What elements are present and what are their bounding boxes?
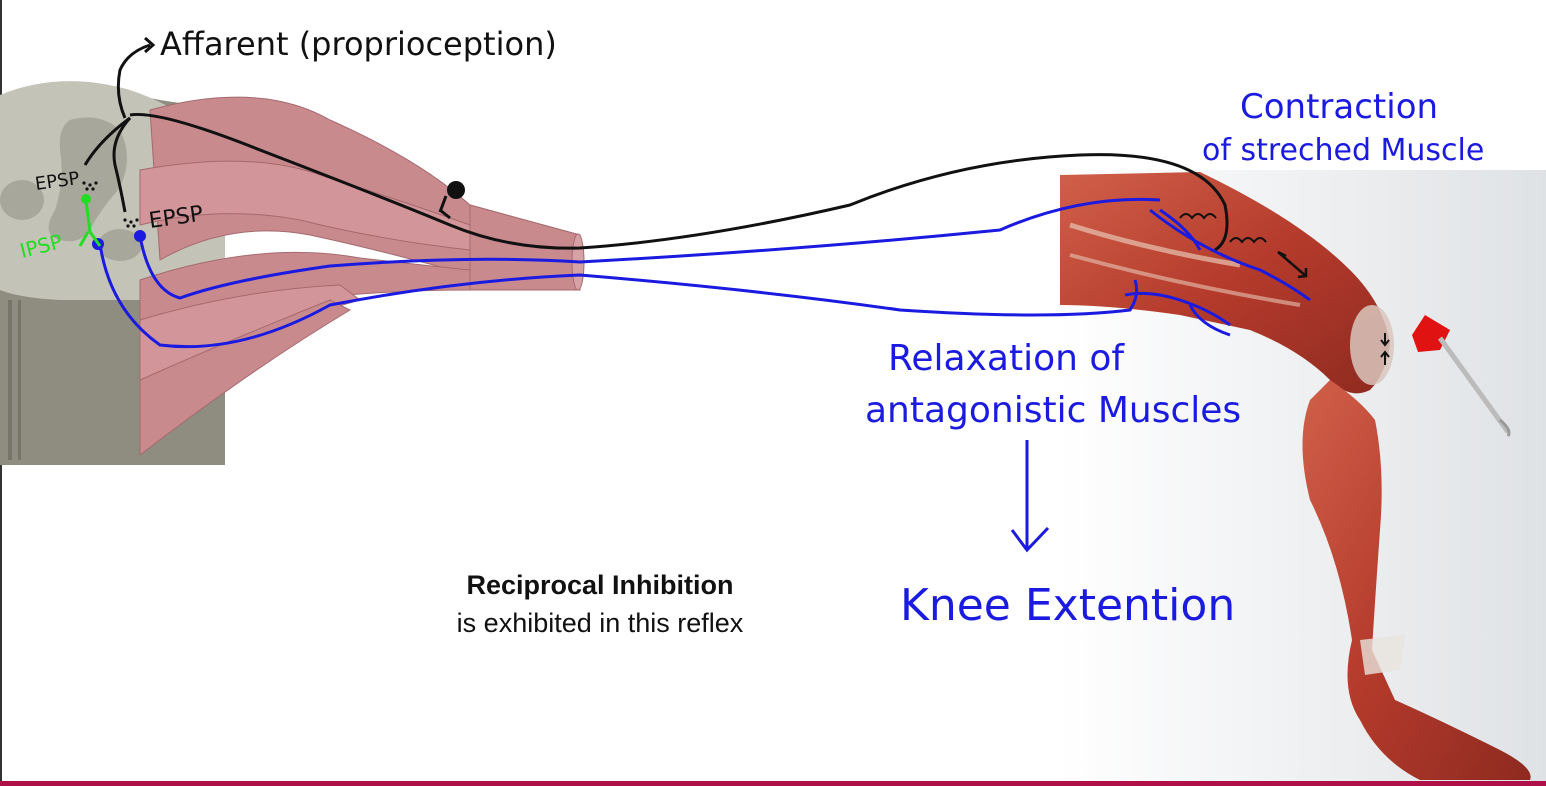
motor-neurons: [98, 197, 1311, 349]
muscle-spindle-icon: [1179, 213, 1267, 244]
contraction-label-line1: Contraction: [1240, 87, 1438, 127]
dorsal-root-ganglion: [447, 181, 465, 199]
knee-extension-label: Knee Extention: [900, 580, 1235, 631]
motor-neuron-soma-right: [134, 230, 146, 242]
reflex-hammer-icon: [1412, 315, 1511, 437]
stretch-arrow-icon: [1277, 250, 1308, 279]
synapse-dots-icon: [82, 181, 139, 228]
afferent-label: Affarent (proprioception): [160, 25, 557, 63]
caption-title: Reciprocal Inhibition: [466, 570, 734, 600]
tap-arrows-icon: [1380, 333, 1390, 365]
caption-subtitle: is exhibited in this reflex: [456, 608, 744, 638]
interneuron-soma: [81, 194, 91, 204]
relaxation-label-line2: antagonistic Muscles: [865, 390, 1241, 431]
bottom-accent-bar: [0, 781, 1546, 786]
nerve-roots: [139, 96, 585, 457]
afferent-neuron: [83, 36, 1229, 252]
leg-illustration: [1060, 172, 1531, 780]
down-arrow-icon: [1010, 440, 1050, 553]
relaxation-label-line1: Relaxation of: [888, 338, 1125, 379]
inhibitory-interneuron: [78, 199, 102, 247]
contraction-label-line2: of streched Muscle: [1202, 133, 1484, 168]
